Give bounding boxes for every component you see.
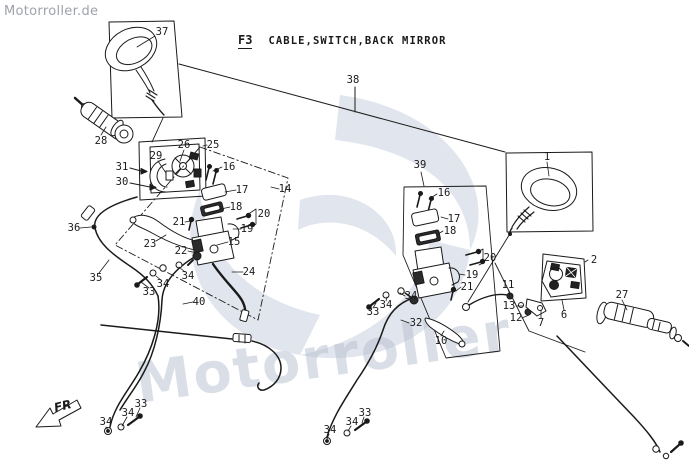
diagram-header: F3 CABLE,SWITCH,BACK MIRROR bbox=[238, 33, 447, 49]
part-label-28-2: 28 bbox=[94, 134, 108, 147]
left-master-cylinder bbox=[129, 164, 257, 322]
part-label-17-9: 17 bbox=[235, 183, 249, 196]
part-label-34-20: 34 bbox=[156, 277, 170, 290]
part-label-19-36: 19 bbox=[465, 268, 479, 281]
figure-title: CABLE,SWITCH,BACK MIRROR bbox=[268, 35, 447, 47]
part-label-18-34: 18 bbox=[443, 224, 457, 237]
part-label-26-6: 26 bbox=[177, 138, 191, 151]
part-label-12-40: 12 bbox=[509, 311, 523, 324]
cable-end-fittings-middle bbox=[323, 418, 370, 445]
long-cables bbox=[94, 196, 414, 438]
right-switch-assembly bbox=[462, 231, 587, 353]
part-label-11-38: 11 bbox=[501, 278, 515, 291]
part-label-25-7: 25 bbox=[206, 138, 220, 151]
part-label-22-16: 22 bbox=[174, 244, 188, 257]
part-label-33-30: 33 bbox=[358, 406, 372, 419]
left-grip bbox=[73, 96, 134, 144]
part-label-24-18: 24 bbox=[242, 265, 256, 278]
part-label-2-43: 2 bbox=[590, 253, 598, 266]
part-label-31-4: 31 bbox=[115, 160, 129, 173]
part-label-1-45: 1 bbox=[543, 150, 551, 163]
part-label-34-19: 34 bbox=[181, 269, 195, 282]
part-label-40-24: 40 bbox=[192, 295, 206, 308]
part-label-33-21: 33 bbox=[142, 285, 156, 298]
part-label-30-5: 30 bbox=[115, 175, 129, 188]
part-label-20-35: 20 bbox=[483, 251, 497, 264]
part-label-38-1: 38 bbox=[346, 73, 360, 86]
right-grip bbox=[556, 301, 689, 460]
left-mirror-assembly bbox=[104, 20, 183, 143]
figure-code: F3 bbox=[238, 33, 253, 49]
part-label-33-48: 33 bbox=[366, 305, 380, 318]
part-label-13-39: 13 bbox=[502, 299, 516, 312]
leader-lines bbox=[79, 35, 628, 440]
part-label-35-23: 35 bbox=[89, 271, 103, 284]
part-label-29-3: 29 bbox=[149, 149, 163, 162]
part-label-34-50: 34 bbox=[404, 289, 418, 302]
part-label-34-28: 34 bbox=[323, 423, 337, 436]
part-label-27-44: 27 bbox=[615, 288, 629, 301]
cable-end-fittings-left bbox=[80, 205, 143, 435]
part-label-14-10: 14 bbox=[278, 182, 292, 195]
part-label-34-26: 34 bbox=[121, 406, 135, 419]
part-label-17-33: 17 bbox=[447, 212, 461, 225]
part-label-39-31: 39 bbox=[413, 158, 427, 171]
part-label-10-47: 10 bbox=[434, 334, 448, 347]
part-label-34-29: 34 bbox=[345, 415, 359, 428]
part-label-7-41: 7 bbox=[537, 316, 545, 329]
left-switch-assembly bbox=[129, 137, 207, 201]
part-label-36-22: 36 bbox=[67, 221, 81, 234]
part-label-32-46: 32 bbox=[409, 316, 423, 329]
part-label-15-15: 15 bbox=[227, 235, 241, 248]
part-label-16-32: 16 bbox=[437, 186, 451, 199]
site-watermark: Motorroller.de bbox=[4, 4, 99, 19]
left-assembly-boundary-14 bbox=[114, 146, 289, 321]
fr-arrow bbox=[35, 399, 82, 428]
part-label-34-25: 34 bbox=[99, 415, 113, 428]
part-label-20-12: 20 bbox=[257, 207, 271, 220]
part-label-16-8: 16 bbox=[222, 160, 236, 173]
right-mirror-assembly bbox=[505, 151, 594, 236]
part-label-23-17: 23 bbox=[143, 237, 157, 250]
cable-adjuster-fitting bbox=[232, 333, 252, 344]
part-label-19-13: 19 bbox=[240, 222, 254, 235]
part-label-18-11: 18 bbox=[229, 200, 243, 213]
part-label-21-37: 21 bbox=[460, 280, 474, 293]
part-label-37-0: 37 bbox=[155, 25, 169, 38]
part-label-33-27: 33 bbox=[134, 397, 148, 410]
part-label-6-42: 6 bbox=[560, 308, 568, 321]
part-label-34-49: 34 bbox=[379, 298, 393, 311]
part-label-21-14: 21 bbox=[172, 215, 186, 228]
right-master-cylinder-assembly bbox=[366, 185, 501, 359]
harness-line-38 bbox=[178, 63, 506, 153]
